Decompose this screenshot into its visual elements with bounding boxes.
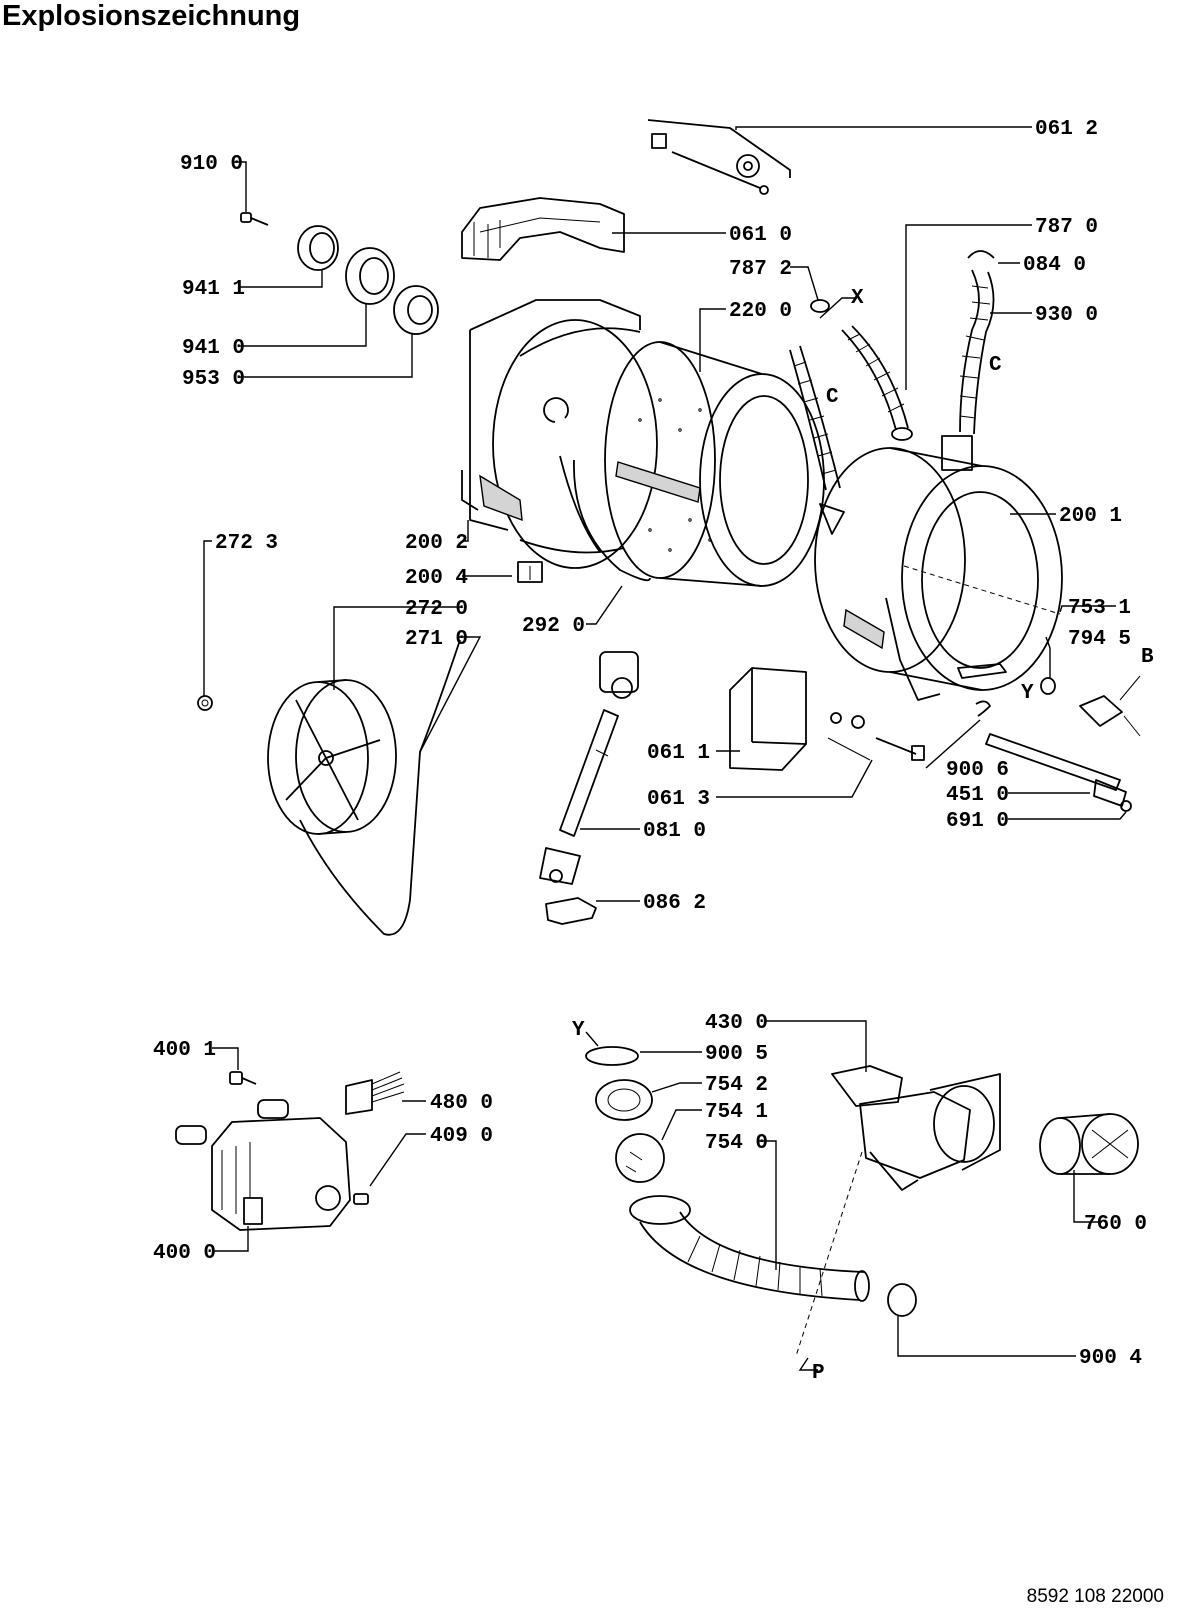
part-label-910-0: 910 0 bbox=[180, 153, 243, 176]
part-label-061-1: 061 1 bbox=[647, 742, 710, 765]
part-label-754-2: 754 2 bbox=[705, 1074, 768, 1097]
part-label-061-3: 061 3 bbox=[647, 788, 710, 811]
part-label-200-1: 200 1 bbox=[1059, 505, 1122, 528]
part-label-760-0: 760 0 bbox=[1084, 1213, 1147, 1236]
heater-part bbox=[985, 733, 1132, 812]
part-label-794-5: 794 5 bbox=[1068, 628, 1131, 651]
drive-belt-part bbox=[299, 639, 461, 936]
absorber-bracket-part bbox=[545, 897, 597, 925]
sensor-part bbox=[1079, 675, 1141, 737]
part-label-400-0: 400 0 bbox=[153, 1242, 216, 1265]
marker-c-hose-right: C bbox=[989, 354, 1002, 377]
part-label-400-1: 400 1 bbox=[153, 1039, 216, 1062]
part-label-754-0: 754 0 bbox=[705, 1132, 768, 1155]
sump-hose-parts bbox=[585, 1046, 917, 1357]
strap-bracket-part bbox=[647, 119, 791, 195]
part-label-086-2: 086 2 bbox=[643, 892, 706, 915]
part-label-930-0: 930 0 bbox=[1035, 304, 1098, 327]
leader-lines bbox=[203, 126, 1127, 1371]
part-label-430-0: 430 0 bbox=[705, 1012, 768, 1035]
part-label-451-0: 451 0 bbox=[946, 784, 1009, 807]
marker-x: X bbox=[851, 287, 864, 310]
part-label-691-0: 691 0 bbox=[946, 810, 1009, 833]
tub-hose-part bbox=[789, 345, 845, 535]
part-label-900-4: 900 4 bbox=[1079, 1347, 1142, 1370]
part-label-900-5: 900 5 bbox=[705, 1043, 768, 1066]
grommet-part bbox=[975, 677, 1056, 717]
marker-y-clamp: Y bbox=[572, 1019, 585, 1042]
part-label-753-1: 753 1 bbox=[1068, 597, 1131, 620]
part-label-900-6: 900 6 bbox=[946, 759, 1009, 782]
seal-wire-part bbox=[573, 459, 651, 582]
part-label-200-2: 200 2 bbox=[405, 532, 468, 555]
part-label-081-0: 081 0 bbox=[643, 820, 706, 843]
front-tub-part bbox=[814, 435, 1063, 701]
clip-part bbox=[517, 561, 543, 583]
part-label-272-0: 272 0 bbox=[405, 598, 468, 621]
marker-y-tub: Y bbox=[1021, 682, 1034, 705]
counterweight-part bbox=[461, 197, 625, 261]
part-label-084-0: 084 0 bbox=[1023, 254, 1086, 277]
part-label-754-1: 754 1 bbox=[705, 1101, 768, 1124]
bearings-part bbox=[297, 225, 439, 335]
part-label-061-2: 061 2 bbox=[1035, 118, 1098, 141]
part-label-787-2: 787 2 bbox=[729, 258, 792, 281]
drum-part bbox=[604, 341, 825, 587]
connection-markers: X C C Y Y B P bbox=[572, 287, 1154, 1385]
part-label-480-0: 480 0 bbox=[430, 1092, 493, 1115]
part-label-941-0: 941 0 bbox=[182, 337, 245, 360]
document-number: 8592 108 22000 bbox=[1026, 1586, 1164, 1607]
page-title: Explosionszeichnung bbox=[2, 0, 301, 32]
part-label-271-0: 271 0 bbox=[405, 628, 468, 651]
corrugated-hose-part bbox=[959, 250, 995, 435]
part-label-292-0: 292 0 bbox=[522, 615, 585, 638]
pulley-nut-part bbox=[197, 695, 213, 711]
drain-pump-part bbox=[831, 1065, 1001, 1191]
pump-filter-part bbox=[1039, 1113, 1139, 1175]
marker-b: B bbox=[1141, 646, 1154, 669]
part-label-220-0: 220 0 bbox=[729, 300, 792, 323]
pulley-part bbox=[267, 679, 397, 835]
screw-part bbox=[240, 212, 269, 226]
part-label-787-0: 787 0 bbox=[1035, 216, 1098, 239]
bellows-hose-part bbox=[810, 299, 913, 441]
part-label-953-0: 953 0 bbox=[182, 368, 245, 391]
motor-part bbox=[175, 1071, 369, 1231]
part-labels: 061 2 910 0 061 0 787 0 787 2 084 0 941 … bbox=[153, 118, 1147, 1370]
part-label-061-0: 061 0 bbox=[729, 224, 792, 247]
part-label-409-0: 409 0 bbox=[430, 1125, 493, 1148]
part-label-200-4: 200 4 bbox=[405, 567, 468, 590]
shock-absorber-part bbox=[539, 651, 639, 885]
marker-p: P bbox=[812, 1362, 825, 1385]
part-label-941-1: 941 1 bbox=[182, 278, 245, 301]
part-label-272-3: 272 3 bbox=[215, 532, 278, 555]
rear-tub-part bbox=[461, 299, 658, 569]
marker-c-hose: C bbox=[826, 386, 839, 409]
front-weight-part bbox=[729, 667, 925, 771]
motor-connector-part bbox=[345, 1071, 405, 1115]
